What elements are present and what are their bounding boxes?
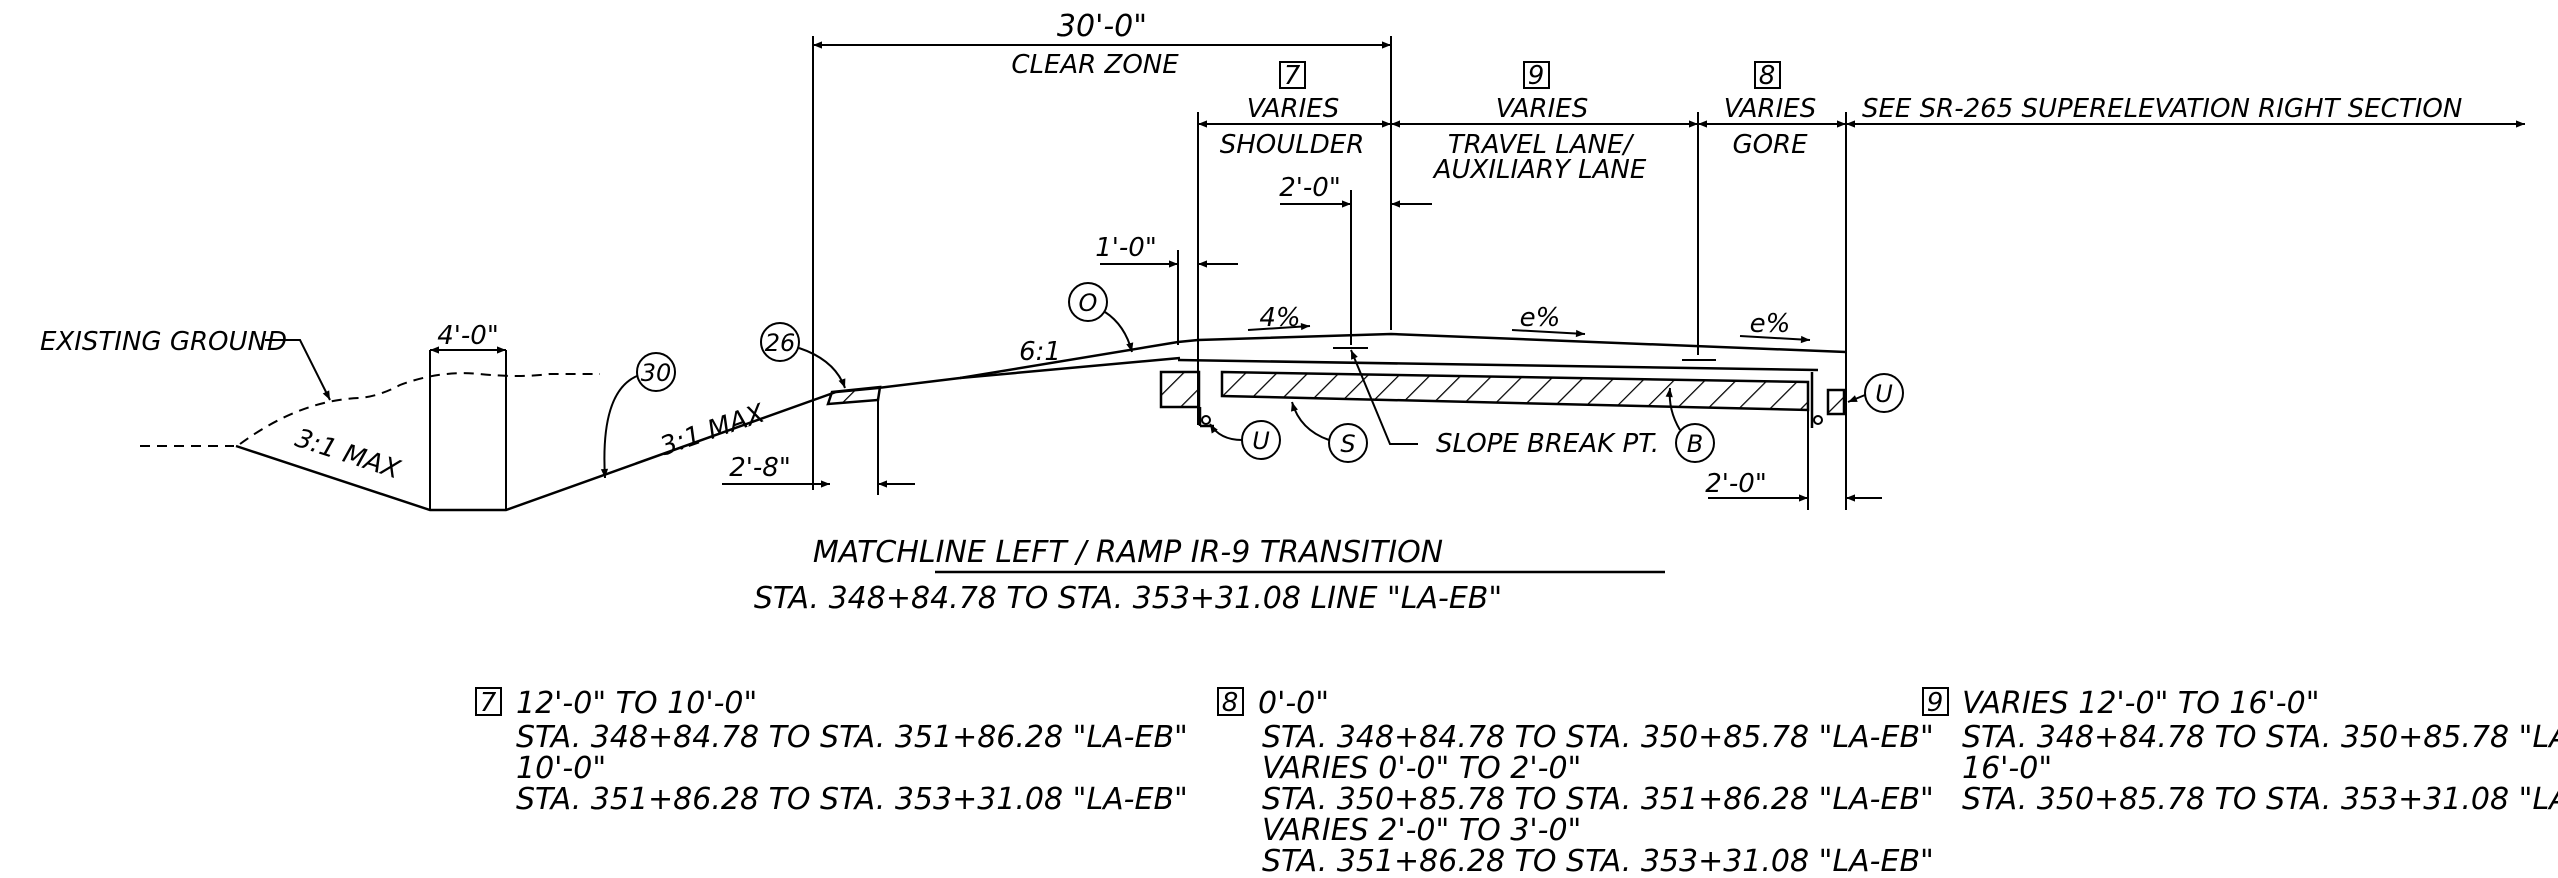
see-section-text: SEE SR-265 SUPERELEVATION RIGHT SECTION	[1862, 94, 2462, 124]
title-line-2: STA. 348+84.78 TO STA. 353+31.08 LINE "L…	[754, 581, 1502, 616]
slope-left-text: 3:1 MAX	[291, 423, 404, 485]
note-7-line-2: STA. 348+84.78 TO STA. 351+86.28 "LA-EB"	[516, 720, 1188, 755]
clear-zone-label: CLEAR ZONE	[1011, 50, 1179, 80]
note-8-line-2: STA. 348+84.78 TO STA. 350+85.78 "LA-EB"	[1262, 720, 1934, 755]
note-8-line-4: STA. 350+85.78 TO STA. 351+86.28 "LA-EB"	[1262, 782, 1934, 817]
clear-zone-value: 30'-0"	[1057, 9, 1147, 44]
note-8-line-1: 0'-0"	[1258, 686, 1329, 721]
callout-0: O	[1068, 282, 1134, 353]
callout-u-left-text: U	[1252, 427, 1270, 455]
callout-u-left: U	[1209, 420, 1281, 460]
existing-ground: EXISTING GROUND	[40, 327, 600, 447]
note-9-line-3: 16'-0"	[1962, 751, 2052, 786]
note-8: 8 0'-0" STA. 348+84.78 TO STA. 350+85.78…	[1217, 686, 1934, 878]
note-8-line-3: VARIES 0'-0" TO 2'-0"	[1262, 751, 1581, 786]
pct-e1-text: e%	[1520, 303, 1561, 333]
shoulder-dimension: 7 VARIES SHOULDER	[1197, 61, 1391, 425]
shoulder-label: SHOULDER	[1220, 130, 1365, 160]
dim-2-8: 2'-8"	[722, 400, 915, 495]
pct-e2-text: e%	[1750, 309, 1791, 339]
shoulder-value: VARIES	[1247, 94, 1339, 124]
note-box-7	[1279, 61, 1306, 89]
callout-26: 26	[760, 322, 846, 389]
travel-value: VARIES	[1496, 94, 1588, 124]
callout-u-right: U	[1847, 373, 1904, 413]
note-8-line-5: VARIES 2'-0" TO 3'-0"	[1262, 813, 1581, 848]
dim-2-0-top-text: 2'-0"	[1279, 173, 1341, 203]
note-9-line-4: STA. 350+85.78 TO STA. 353+31.08 "LA-EB"	[1962, 782, 2558, 817]
slope-break-leader: SLOPE BREAK PT.	[1350, 349, 1659, 459]
note-box-8-label: 8	[1759, 61, 1776, 91]
callout-30: 30	[600, 352, 676, 479]
gore-value: VARIES	[1724, 94, 1816, 124]
note-9-line-1: VARIES 12'-0" TO 16'-0"	[1962, 686, 2320, 721]
gore-label: GORE	[1732, 130, 1808, 160]
gore-dimension: 8 VARIES GORE	[1697, 61, 1847, 510]
travel-label-2: AUXILIARY LANE	[1432, 155, 1647, 185]
note-8-box: 8	[1222, 688, 1239, 718]
callout-0-text: O	[1079, 289, 1098, 317]
callout-26-text: 26	[765, 329, 796, 357]
dim-1-0: 1'-0"	[1095, 233, 1238, 345]
cross-slopes: 4% e% e%	[1247, 303, 1811, 361]
dim-2-0-top: 2'-0"	[1279, 173, 1432, 345]
pct-4-text: 4%	[1259, 303, 1300, 333]
note-9: 9 VARIES 12'-0" TO 16'-0" STA. 348+84.78…	[1922, 686, 2558, 817]
note-7-box: 7	[480, 688, 497, 718]
dim-1-0-text: 1'-0"	[1095, 233, 1157, 263]
slope-break-text: SLOPE BREAK PT.	[1436, 429, 1659, 459]
see-section-arrow: SEE SR-265 SUPERELEVATION RIGHT SECTION	[1846, 94, 2525, 128]
dim-2-0-right-text: 2'-0"	[1705, 469, 1767, 499]
callout-30-text: 30	[641, 359, 672, 387]
clear-zone-dimension: 30'-0" CLEAR ZONE	[812, 9, 1392, 490]
callout-u-right-text: U	[1875, 380, 1893, 408]
dim-4-0-text: 4'-0"	[437, 321, 499, 351]
note-7-line-4: STA. 351+86.28 TO STA. 353+31.08 "LA-EB"	[516, 782, 1188, 817]
travel-label-1: TRAVEL LANE/	[1448, 130, 1636, 160]
note-7-line-1: 12'-0" TO 10'-0"	[516, 686, 757, 721]
note-9-box: 9	[1927, 688, 1944, 718]
dim-2-8-text: 2'-8"	[729, 453, 791, 483]
pavement-section	[826, 358, 1846, 428]
note-box-9	[1523, 61, 1550, 89]
note-9-line-2: STA. 348+84.78 TO STA. 350+85.78 "LA-EB"	[1962, 720, 2558, 755]
note-8-line-6: STA. 351+86.28 TO STA. 353+31.08 "LA-EB"	[1262, 844, 1934, 878]
dim-2-0-right: 2'-0"	[1705, 410, 1882, 510]
callout-b-text: B	[1687, 430, 1703, 458]
note-7-line-3: 10'-0"	[516, 751, 606, 786]
title-line-1: MATCHLINE LEFT / RAMP IR-9 TRANSITION	[813, 535, 1443, 570]
note-box-9-label: 9	[1528, 61, 1545, 91]
callout-b: B	[1665, 387, 1715, 463]
note-box-8	[1754, 61, 1781, 89]
section-title: MATCHLINE LEFT / RAMP IR-9 TRANSITION ST…	[754, 535, 1665, 616]
slope-6-1-text: 6:1	[1019, 337, 1061, 367]
travel-lane-dimension: 9 VARIES TRAVEL LANE/ AUXILIARY LANE	[1391, 61, 1698, 185]
callout-s-text: S	[1340, 430, 1355, 458]
callout-s: S	[1291, 401, 1368, 463]
note-box-7-label: 7	[1284, 61, 1301, 91]
existing-ground-label: EXISTING GROUND	[40, 327, 287, 357]
note-7: 7 12'-0" TO 10'-0" STA. 348+84.78 TO STA…	[475, 686, 1188, 817]
